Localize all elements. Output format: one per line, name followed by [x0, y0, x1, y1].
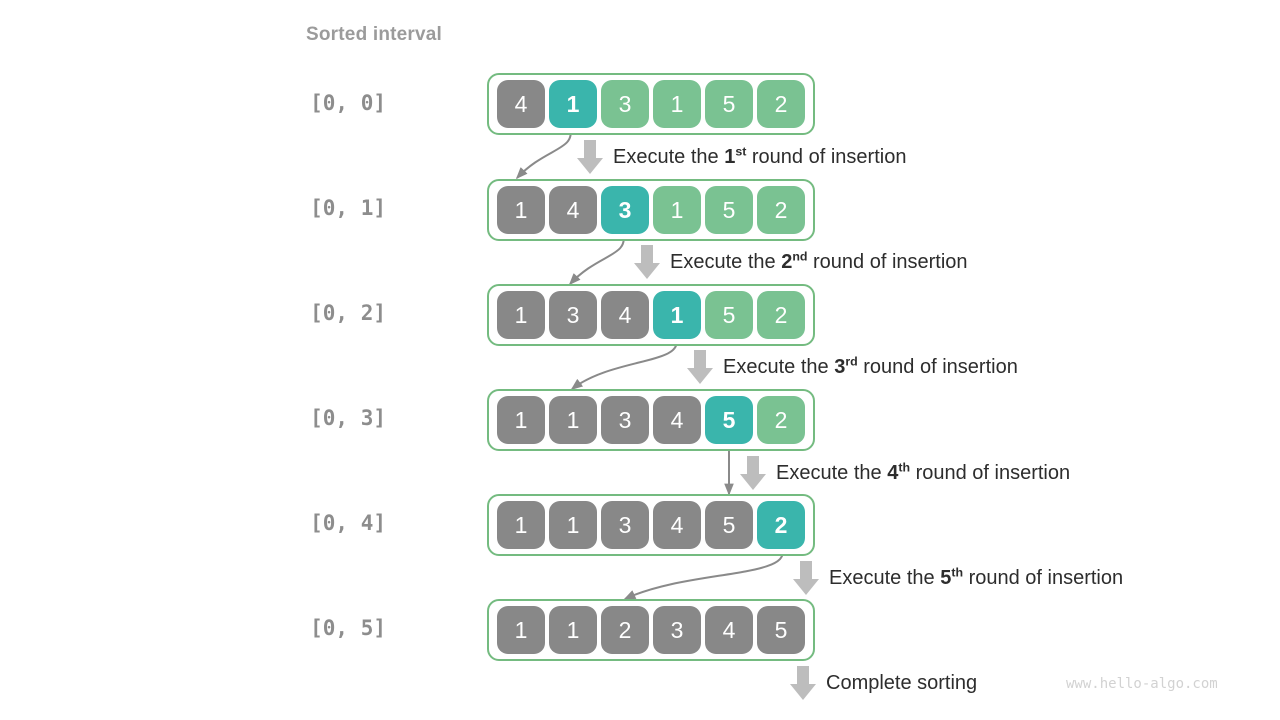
array-cell[interactable]: 2	[757, 186, 805, 234]
step-label-6: Complete sorting	[826, 671, 978, 694]
array-cell[interactable]: 5	[705, 501, 753, 549]
down-arrow-icon	[790, 666, 816, 700]
array-cell[interactable]: 3	[601, 80, 649, 128]
array-cell[interactable]: 2	[601, 606, 649, 654]
down-arrow-icon	[793, 561, 819, 595]
array-cell[interactable]: 4	[653, 501, 701, 549]
array-cell[interactable]: 1	[497, 396, 545, 444]
down-arrow-icon	[740, 456, 766, 490]
array-cell[interactable]: 1	[653, 80, 701, 128]
array-row-4: 1 1 3 4 5 2	[487, 494, 815, 556]
step-label-4: Execute the 4th round of insertion	[776, 459, 1071, 484]
step-label-5: Execute the 5th round of insertion	[829, 564, 1124, 589]
array-cell[interactable]: 1	[497, 606, 545, 654]
page-title: Sorted interval	[306, 24, 443, 45]
array-cell[interactable]: 1	[549, 396, 597, 444]
down-arrow-icon	[687, 350, 713, 384]
array-cell[interactable]: 1	[549, 606, 597, 654]
step-label-2: Execute the 2nd round of insertion	[670, 248, 968, 273]
array-row-0: 4 1 3 1 5 2	[487, 73, 815, 135]
array-cell[interactable]: 5	[705, 396, 753, 444]
connector-curve-1	[515, 127, 572, 180]
row-label-3: [0, 3]	[310, 406, 386, 430]
step-annotation-6: Complete sorting	[790, 666, 977, 700]
array-cell[interactable]: 1	[497, 186, 545, 234]
array-row-3: 1 1 3 4 5 2	[487, 389, 815, 451]
array-cell[interactable]: 4	[653, 396, 701, 444]
array-cell[interactable]: 3	[549, 291, 597, 339]
array-cell[interactable]: 1	[653, 291, 701, 339]
array-cell[interactable]: 2	[757, 291, 805, 339]
array-cell[interactable]: 1	[497, 501, 545, 549]
array-cell[interactable]: 4	[705, 606, 753, 654]
array-row-1: 1 4 3 1 5 2	[487, 179, 815, 241]
row-label-5: [0, 5]	[310, 616, 386, 640]
array-cell[interactable]: 5	[705, 186, 753, 234]
array-cell[interactable]: 4	[497, 80, 545, 128]
row-label-4: [0, 4]	[310, 511, 386, 535]
watermark: www.hello-algo.com	[1066, 676, 1218, 692]
array-cell[interactable]: 1	[497, 291, 545, 339]
array-cell[interactable]: 3	[653, 606, 701, 654]
array-cell[interactable]: 2	[757, 501, 805, 549]
connector-curve-5	[623, 548, 784, 600]
array-cell[interactable]: 3	[601, 186, 649, 234]
connector-curve-2	[568, 233, 625, 286]
row-label-0: [0, 0]	[310, 91, 386, 115]
step-label-3: Execute the 3rd round of insertion	[723, 353, 1018, 378]
step-annotation-4: Execute the 4th round of insertion	[740, 456, 1070, 490]
array-cell[interactable]: 2	[757, 80, 805, 128]
down-arrow-icon	[577, 140, 603, 174]
array-cell[interactable]: 4	[549, 186, 597, 234]
array-row-5: 1 1 2 3 4 5	[487, 599, 815, 661]
array-cell[interactable]: 3	[601, 396, 649, 444]
step-annotation-5: Execute the 5th round of insertion	[793, 561, 1123, 595]
array-cell[interactable]: 4	[601, 291, 649, 339]
array-cell[interactable]: 1	[549, 501, 597, 549]
row-label-1: [0, 1]	[310, 196, 386, 220]
row-label-2: [0, 2]	[310, 301, 386, 325]
array-cell[interactable]: 1	[549, 80, 597, 128]
array-cell[interactable]: 1	[653, 186, 701, 234]
step-annotation-1: Execute the 1st round of insertion	[577, 140, 906, 174]
connector-curve-3	[570, 338, 678, 390]
array-cell[interactable]: 2	[757, 396, 805, 444]
down-arrow-icon	[634, 245, 660, 279]
step-annotation-2: Execute the 2nd round of insertion	[634, 245, 968, 279]
array-cell[interactable]: 3	[601, 501, 649, 549]
step-annotation-3: Execute the 3rd round of insertion	[687, 350, 1018, 384]
array-cell[interactable]: 5	[705, 80, 753, 128]
array-cell[interactable]: 5	[757, 606, 805, 654]
array-row-2: 1 3 4 1 5 2	[487, 284, 815, 346]
array-cell[interactable]: 5	[705, 291, 753, 339]
step-label-1: Execute the 1st round of insertion	[613, 143, 907, 168]
